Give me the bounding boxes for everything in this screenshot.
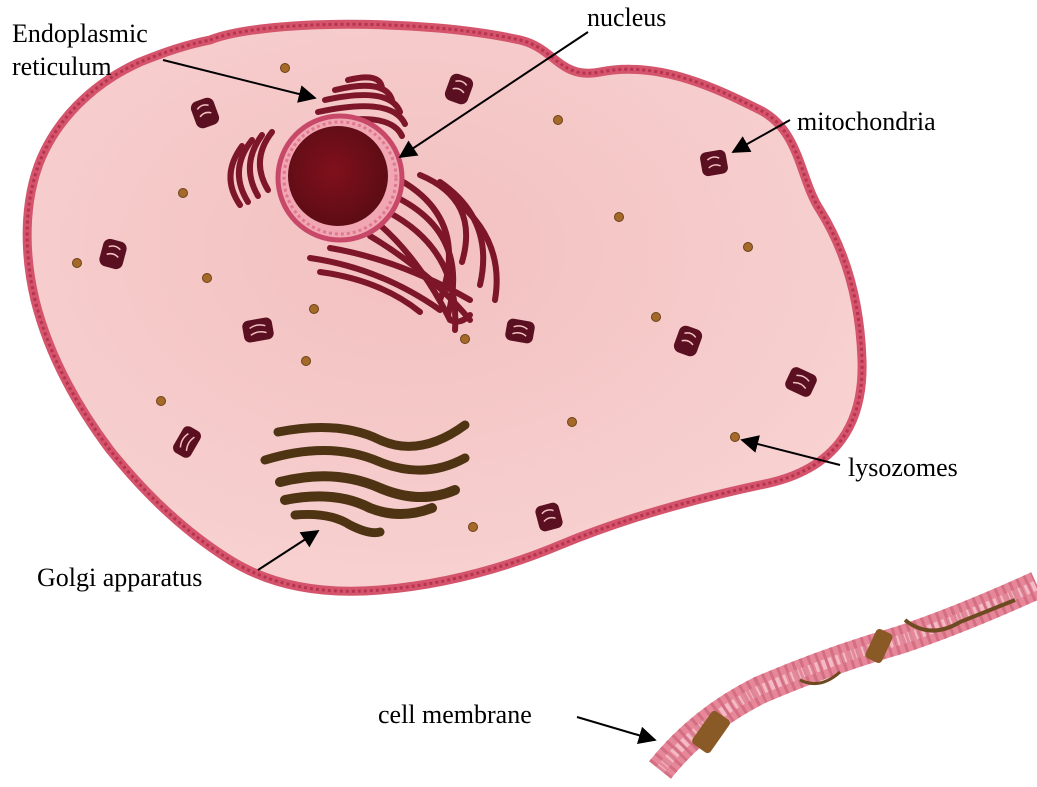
lysosome bbox=[731, 433, 740, 442]
label-nucleus: nucleus bbox=[587, 3, 666, 32]
lysosome bbox=[461, 335, 470, 344]
cell-membrane-detail bbox=[660, 585, 1037, 770]
label-cell-membrane: cell membrane bbox=[378, 700, 532, 729]
lysosome bbox=[157, 397, 166, 406]
lysosome bbox=[179, 189, 188, 198]
lysosome bbox=[744, 243, 753, 252]
nucleus bbox=[278, 116, 402, 240]
label-endoplasmic: Endoplasmic bbox=[12, 19, 148, 48]
lysosome bbox=[281, 64, 290, 73]
lysosome bbox=[554, 116, 563, 125]
lysosome bbox=[469, 523, 478, 532]
label-golgi: Golgi apparatus bbox=[37, 563, 202, 592]
label-mitochondria: mitochondria bbox=[797, 107, 936, 136]
lysosome bbox=[568, 418, 577, 427]
lysosome bbox=[73, 259, 82, 268]
label-reticulum: reticulum bbox=[12, 52, 112, 81]
lysosome bbox=[615, 213, 624, 222]
label-lysozomes: lysozomes bbox=[848, 453, 958, 482]
lysosome bbox=[652, 313, 661, 322]
mitochondrion bbox=[699, 149, 729, 177]
lysosome bbox=[302, 357, 311, 366]
membrane-pointer bbox=[577, 717, 655, 740]
lysosome bbox=[203, 274, 212, 283]
lysosome bbox=[310, 305, 319, 314]
